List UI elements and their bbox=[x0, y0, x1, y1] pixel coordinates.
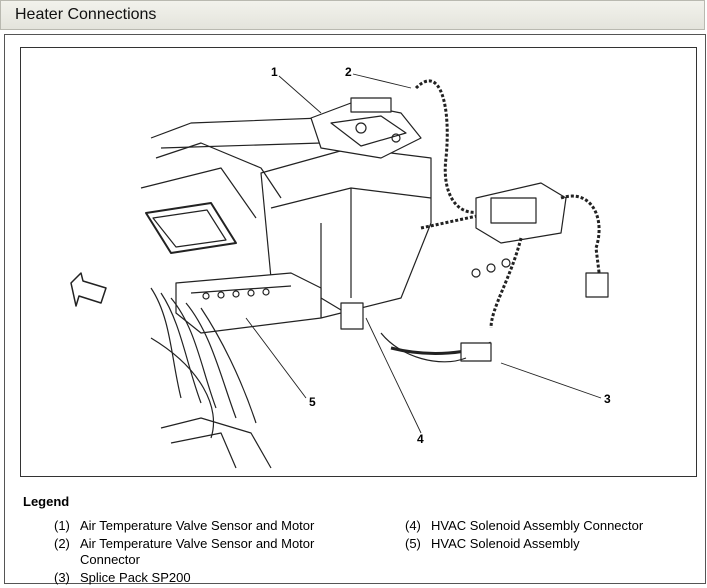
diagram-illustration: 1 2 3 4 5 bbox=[70, 65, 611, 469]
legend-column-right: (4) HVAC Solenoid Assembly Connector (5)… bbox=[405, 518, 695, 554]
title-bar: Heater Connections bbox=[0, 0, 705, 30]
page-title: Heater Connections bbox=[15, 6, 157, 23]
callout-5: 5 bbox=[309, 395, 316, 409]
legend-number: (1) bbox=[54, 518, 70, 533]
legend-column-left: (1) Air Temperature Valve Sensor and Mot… bbox=[54, 518, 344, 588]
legend-item: (1) Air Temperature Valve Sensor and Mot… bbox=[54, 518, 344, 534]
legend-label: Splice Pack SP200 bbox=[80, 570, 191, 585]
legend-label: Air Temperature Valve Sensor and Motor C… bbox=[80, 536, 315, 567]
callout-4: 4 bbox=[417, 432, 424, 446]
legend-item: (3) Splice Pack SP200 bbox=[54, 570, 344, 586]
legend-number: (2) bbox=[54, 536, 70, 551]
legend-title: Legend bbox=[23, 494, 70, 509]
callout-2: 2 bbox=[345, 65, 352, 79]
legend-label: HVAC Solenoid Assembly Connector bbox=[431, 518, 644, 533]
legend-number: (3) bbox=[54, 570, 70, 585]
legend-label: HVAC Solenoid Assembly bbox=[431, 536, 580, 551]
legend-number: (4) bbox=[405, 518, 421, 533]
legend-item: (5) HVAC Solenoid Assembly bbox=[405, 536, 695, 552]
callout-3: 3 bbox=[604, 392, 611, 406]
legend-label: Air Temperature Valve Sensor and Motor bbox=[80, 518, 315, 533]
legend-item: (4) HVAC Solenoid Assembly Connector bbox=[405, 518, 695, 534]
callout-1: 1 bbox=[271, 65, 278, 79]
legend-item: (2) Air Temperature Valve Sensor and Mot… bbox=[54, 536, 344, 568]
heater-diagram: 1 2 3 4 5 bbox=[20, 47, 697, 477]
legend-number: (5) bbox=[405, 536, 421, 551]
